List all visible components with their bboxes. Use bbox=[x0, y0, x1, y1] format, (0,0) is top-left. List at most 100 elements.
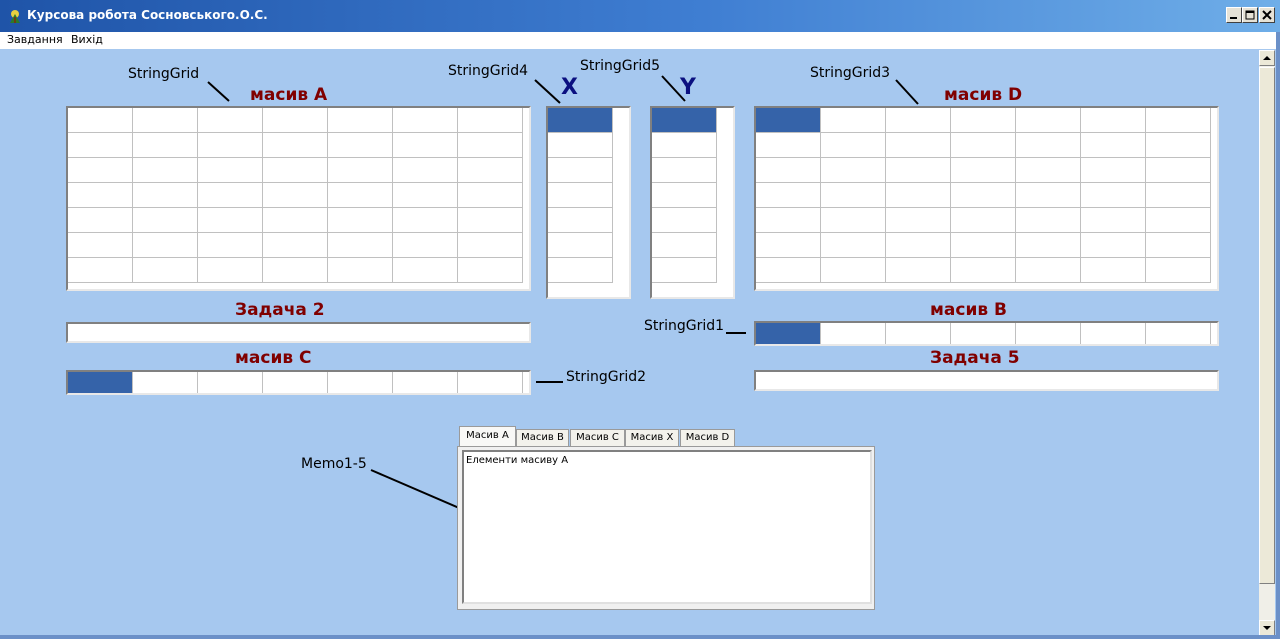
grid-cell[interactable] bbox=[950, 323, 1016, 344]
grid-cell[interactable] bbox=[1080, 182, 1146, 208]
grid-cell[interactable] bbox=[392, 232, 458, 258]
grid-cell[interactable] bbox=[392, 108, 458, 133]
stringgrid1-array-b[interactable] bbox=[754, 321, 1219, 346]
grid-cell[interactable] bbox=[1015, 182, 1081, 208]
menu-item-tasks[interactable]: Завдання bbox=[7, 33, 63, 46]
grid-cell[interactable] bbox=[652, 232, 717, 258]
grid-cell[interactable] bbox=[457, 372, 523, 393]
grid-cell[interactable] bbox=[68, 232, 133, 258]
grid-cell[interactable] bbox=[820, 257, 886, 283]
grid-cell[interactable] bbox=[197, 182, 263, 208]
grid-cell[interactable] bbox=[950, 207, 1016, 233]
grid-cell[interactable] bbox=[756, 182, 821, 208]
grid-cell[interactable] bbox=[262, 132, 328, 158]
grid-cell[interactable] bbox=[327, 232, 393, 258]
grid-cell[interactable] bbox=[197, 232, 263, 258]
grid-cell[interactable] bbox=[132, 372, 198, 393]
grid-cell[interactable] bbox=[262, 207, 328, 233]
grid-cell[interactable] bbox=[392, 182, 458, 208]
grid-cell[interactable] bbox=[457, 182, 523, 208]
grid-cell[interactable] bbox=[652, 157, 717, 183]
grid-cell-selected[interactable] bbox=[68, 372, 133, 393]
grid-cell[interactable] bbox=[392, 132, 458, 158]
grid-cell[interactable] bbox=[1015, 232, 1081, 258]
grid-cell[interactable] bbox=[820, 132, 886, 158]
grid-cell[interactable] bbox=[392, 372, 458, 393]
grid-cell[interactable] bbox=[327, 257, 393, 283]
grid-cell[interactable] bbox=[262, 232, 328, 258]
grid-cell[interactable] bbox=[885, 132, 951, 158]
grid-cell[interactable] bbox=[392, 257, 458, 283]
grid-cell[interactable] bbox=[457, 257, 523, 283]
grid-cell[interactable] bbox=[756, 157, 821, 183]
grid-cell[interactable] bbox=[756, 257, 821, 283]
grid-cell[interactable] bbox=[1080, 323, 1146, 344]
grid-cell[interactable] bbox=[756, 132, 821, 158]
grid-cell[interactable] bbox=[457, 132, 523, 158]
tab-array-b[interactable]: Масив В bbox=[516, 429, 569, 446]
grid-cell[interactable] bbox=[548, 157, 613, 183]
grid-cell[interactable] bbox=[652, 132, 717, 158]
grid-cell[interactable] bbox=[68, 207, 133, 233]
grid-cell[interactable] bbox=[885, 207, 951, 233]
vertical-scrollbar[interactable] bbox=[1259, 50, 1275, 636]
grid-cell[interactable] bbox=[1080, 132, 1146, 158]
tab-array-d[interactable]: Масив D bbox=[680, 429, 735, 446]
grid-cell[interactable] bbox=[1015, 207, 1081, 233]
grid-cell[interactable] bbox=[756, 207, 821, 233]
grid-cell[interactable] bbox=[820, 182, 886, 208]
grid-cell[interactable] bbox=[68, 157, 133, 183]
stringgrid-array-a[interactable] bbox=[66, 106, 531, 291]
grid-cell[interactable] bbox=[820, 232, 886, 258]
grid-cell[interactable] bbox=[392, 157, 458, 183]
grid-cell[interactable] bbox=[652, 207, 717, 233]
grid-cell[interactable] bbox=[820, 323, 886, 344]
grid-cell[interactable] bbox=[68, 182, 133, 208]
grid-cell[interactable] bbox=[262, 372, 328, 393]
scroll-thumb[interactable] bbox=[1259, 67, 1275, 584]
grid-cell[interactable] bbox=[885, 257, 951, 283]
grid-cell[interactable] bbox=[327, 157, 393, 183]
grid-cell[interactable] bbox=[1015, 257, 1081, 283]
grid-cell[interactable] bbox=[132, 132, 198, 158]
grid-cell[interactable] bbox=[1015, 157, 1081, 183]
grid-cell[interactable] bbox=[1145, 323, 1211, 344]
title-bar[interactable]: Курсова робота Сосновського.О.С. bbox=[0, 0, 1280, 32]
grid-cell[interactable] bbox=[1145, 207, 1211, 233]
grid-cell[interactable] bbox=[1015, 108, 1081, 133]
grid-cell[interactable] bbox=[652, 182, 717, 208]
grid-cell[interactable] bbox=[262, 157, 328, 183]
grid-cell[interactable] bbox=[457, 157, 523, 183]
task-5-result-field[interactable] bbox=[754, 370, 1219, 391]
grid-cell[interactable] bbox=[1145, 182, 1211, 208]
grid-cell-selected[interactable] bbox=[652, 108, 717, 133]
grid-cell[interactable] bbox=[756, 232, 821, 258]
grid-cell[interactable] bbox=[132, 207, 198, 233]
scroll-down-button[interactable] bbox=[1259, 620, 1275, 636]
stringgrid3-array-d[interactable] bbox=[754, 106, 1219, 291]
grid-cell[interactable] bbox=[950, 157, 1016, 183]
grid-cell[interactable] bbox=[1145, 157, 1211, 183]
grid-cell[interactable] bbox=[885, 182, 951, 208]
grid-cell[interactable] bbox=[197, 257, 263, 283]
close-button[interactable] bbox=[1259, 7, 1275, 23]
grid-cell[interactable] bbox=[950, 132, 1016, 158]
grid-cell[interactable] bbox=[68, 257, 133, 283]
grid-cell[interactable] bbox=[1080, 232, 1146, 258]
grid-cell[interactable] bbox=[1080, 257, 1146, 283]
grid-cell[interactable] bbox=[548, 232, 613, 258]
grid-cell[interactable] bbox=[885, 157, 951, 183]
grid-cell[interactable] bbox=[1145, 232, 1211, 258]
grid-cell[interactable] bbox=[548, 207, 613, 233]
grid-cell[interactable] bbox=[1080, 207, 1146, 233]
scroll-up-button[interactable] bbox=[1259, 50, 1275, 66]
grid-cell[interactable] bbox=[820, 108, 886, 133]
stringgrid4-array-x[interactable] bbox=[546, 106, 631, 299]
grid-cell[interactable] bbox=[820, 207, 886, 233]
grid-cell[interactable] bbox=[548, 257, 613, 283]
maximize-button[interactable] bbox=[1242, 7, 1258, 23]
grid-cell[interactable] bbox=[457, 108, 523, 133]
stringgrid2-array-c[interactable] bbox=[66, 370, 531, 395]
tab-array-a[interactable]: Масив А bbox=[459, 426, 516, 447]
grid-cell[interactable] bbox=[457, 207, 523, 233]
